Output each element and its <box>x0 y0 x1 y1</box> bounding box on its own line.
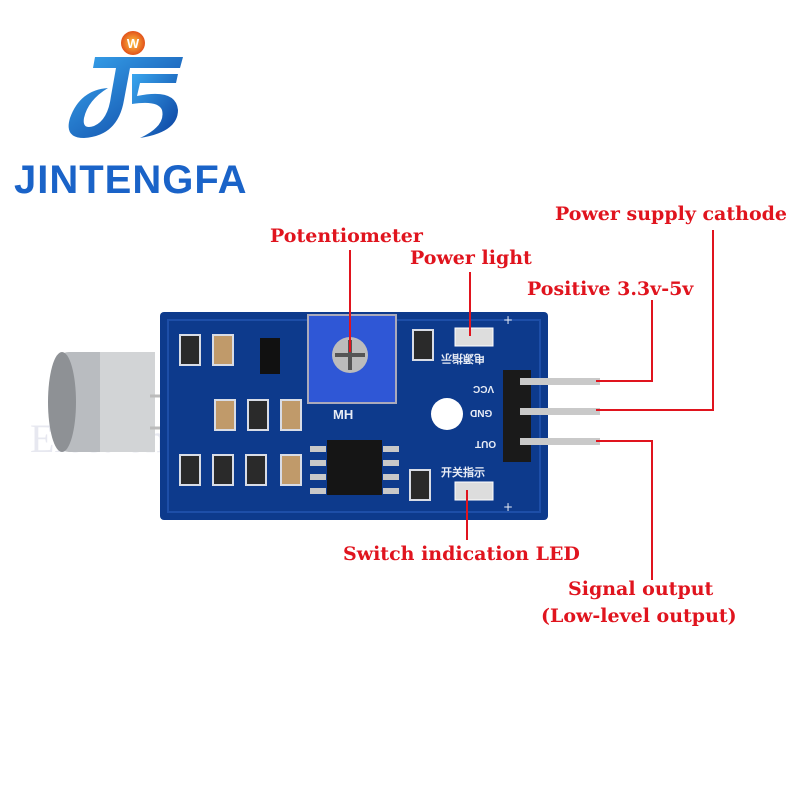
gnd-pin-label: GND <box>470 407 493 418</box>
label-power-light: Power light <box>410 247 532 269</box>
label-positive-voltage: Positive 3.3v-5v <box>527 278 694 300</box>
label-power-supply-cathode: Power supply cathode <box>555 203 787 225</box>
out-pin-label: OUT <box>475 438 497 449</box>
label-potentiometer: Potentiometer <box>270 225 423 247</box>
microphone <box>48 352 190 452</box>
label-switch-led: Switch indication LED <box>343 543 580 565</box>
label-signal-output-note: (Low-level output) <box>541 605 737 627</box>
brand-name: JINTENGFA <box>14 158 248 202</box>
brand-logo-icon: W <box>68 31 183 138</box>
pot-silk-label: MH <box>333 407 354 422</box>
plus-silk-top: + <box>503 313 514 327</box>
switch-indicator-silk: 开关指示 <box>441 466 485 479</box>
label-signal-output: Signal output <box>568 578 714 600</box>
svg-text:W: W <box>127 36 140 51</box>
power-indicator-silk: 电源指示 <box>441 352 485 365</box>
leader-lines <box>349 230 714 580</box>
plus-silk-bottom: + <box>503 500 514 514</box>
vcc-pin-label: VCC <box>473 383 495 394</box>
